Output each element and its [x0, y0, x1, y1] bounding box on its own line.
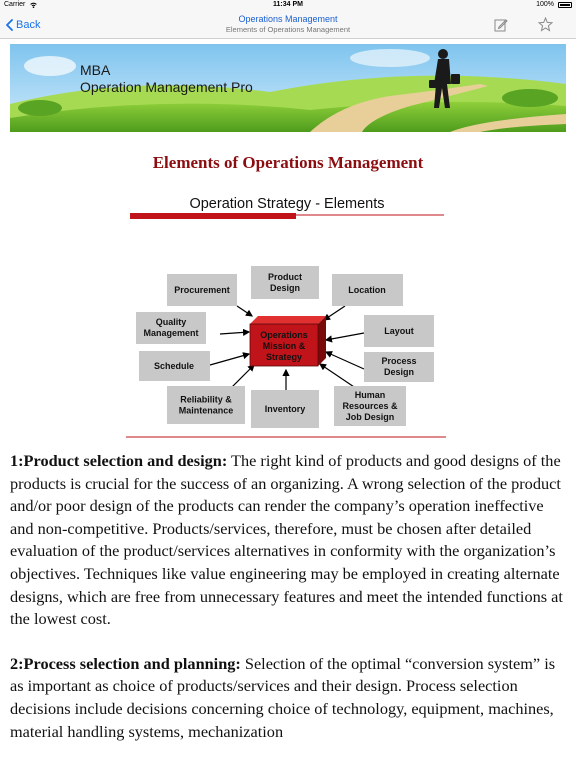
box-inventory: Inventory — [251, 390, 319, 428]
box-label: Reliability & — [180, 395, 232, 405]
back-label: Back — [16, 19, 41, 31]
wifi-icon — [30, 2, 37, 8]
svg-text:Management: Management — [143, 328, 198, 338]
navigation-bar: Back Operations Management Elements of O… — [0, 11, 576, 39]
svg-text:Operations: Operations — [260, 330, 308, 340]
box-label: Maintenance — [179, 406, 234, 416]
box-label: Job Design — [346, 412, 395, 422]
status-bar: Carrier 11:34 PM 100% — [0, 0, 576, 11]
box-procurement: Procurement — [167, 274, 237, 306]
back-button[interactable]: Back — [6, 16, 40, 34]
paragraph-text: The right kind of products and good desi… — [10, 451, 563, 629]
diagram-title-red-bar — [130, 213, 296, 219]
article-body: 1:Product selection and design: The righ… — [10, 450, 566, 765]
banner-title-mba: MBA — [80, 62, 111, 78]
box-location: Location — [332, 274, 403, 306]
diagram-title: Operation Strategy - Elements — [189, 196, 384, 212]
operation-strategy-diagram: Operation Strategy - Elements — [126, 190, 448, 440]
carrier-label: Carrier — [4, 1, 26, 8]
paragraph-product-selection: 1:Product selection and design: The righ… — [10, 450, 566, 631]
svg-text:Product: Product — [268, 272, 302, 282]
battery-percent: 100% — [536, 1, 554, 8]
app-banner: MBA Operation Management Pro — [10, 44, 566, 132]
svg-text:Design: Design — [270, 283, 300, 293]
star-icon[interactable] — [538, 17, 553, 32]
box-product-design: Product Design — [251, 266, 319, 299]
box-label: Resources & — [342, 401, 398, 411]
svg-text:Quality: Quality — [156, 317, 187, 327]
svg-text:Procurement: Procurement — [174, 285, 230, 295]
svg-text:Strategy: Strategy — [266, 352, 302, 362]
battery-icon — [558, 2, 572, 8]
edit-note-icon[interactable] — [494, 18, 508, 32]
banner-landscape-image — [10, 44, 566, 132]
article-heading: Elements of Operations Management — [152, 153, 424, 172]
svg-text:Mission &: Mission & — [263, 341, 306, 351]
box-label: Human — [355, 390, 386, 400]
paragraph-process-selection: 2:Process selection and planning: Select… — [10, 653, 566, 743]
box-quality-management: Quality Management — [136, 312, 206, 344]
article-content[interactable]: MBA Operation Management Pro Elements of… — [0, 39, 576, 768]
svg-text:Schedule: Schedule — [154, 361, 194, 371]
status-time: 11:34 PM — [273, 1, 303, 8]
box-schedule: Schedule — [139, 351, 210, 381]
chevron-left-icon — [6, 19, 13, 31]
nav-title: Operations Management — [238, 14, 338, 24]
svg-text:Process: Process — [381, 356, 416, 366]
paragraph-text: Selection of the optimal “conversion sys… — [10, 653, 556, 741]
box-label: Inventory — [265, 404, 306, 414]
svg-text:Location: Location — [348, 285, 386, 295]
svg-text:Design: Design — [384, 367, 414, 377]
paragraph-heading: 2:Process selection and planning: — [10, 653, 241, 673]
businessman-silhouette — [429, 49, 460, 108]
center-mission-box: Operations Mission & Strategy — [249, 316, 326, 367]
banner-title-app: Operation Management Pro — [80, 79, 253, 95]
paragraph-heading: 1:Product selection and design: — [10, 451, 228, 470]
svg-text:Layout: Layout — [384, 326, 414, 336]
box-process-design: Process Design — [364, 352, 434, 382]
nav-subtitle: Elements of Operations Management — [225, 25, 351, 34]
box-layout: Layout — [364, 315, 434, 347]
box-reliability-maintenance: Reliability &Maintenance — [167, 386, 245, 424]
